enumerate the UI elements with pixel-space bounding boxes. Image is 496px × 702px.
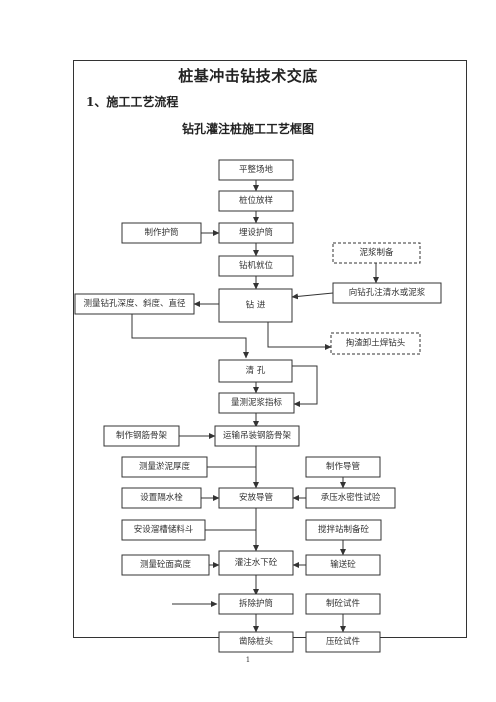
node-label: 钻机就位 — [239, 260, 274, 271]
node-remove-pile-head: 凿除桩头 — [218, 631, 294, 653]
node-inject-water: 向钻孔注清水或泥浆 — [332, 282, 442, 304]
node-label: 输送砼 — [330, 559, 356, 570]
node-press-specimen: 压砼试件 — [305, 631, 381, 653]
node-rig-position: 钻机就位 — [218, 255, 294, 277]
flowchart-edges — [131, 180, 379, 633]
node-make-specimen: 制砼试件 — [305, 593, 381, 615]
node-label: 安放导管 — [239, 492, 273, 503]
node-make-pipe: 制作导管 — [305, 456, 381, 478]
document-title: 桩基冲击钻技术交底 — [178, 67, 318, 85]
node-make-casing: 制作护筒 — [121, 222, 202, 244]
node-hoist-cage: 运输吊装钢筋骨架 — [214, 425, 300, 447]
node-install-hopper: 安设溜槽储料斗 — [121, 519, 206, 541]
node-label: 制作导管 — [326, 461, 360, 472]
node-transport-concrete: 输送砼 — [305, 554, 381, 576]
node-label: 制作钢筋骨架 — [116, 430, 168, 441]
node-label: 钻 进 — [246, 300, 266, 311]
node-fish-slag: 掏渣卸土焊钻头 — [330, 332, 421, 355]
node-label: 压砼试件 — [326, 636, 361, 647]
node-label: 运输吊装钢筋骨架 — [223, 430, 292, 441]
node-label: 凿除桩头 — [239, 636, 274, 647]
node-label: 掏渣卸土焊钻头 — [346, 338, 406, 349]
node-mix-concrete: 搅拌站制备砼 — [305, 519, 382, 541]
node-mud-prep: 泥浆制备 — [332, 242, 421, 264]
node-label: 向钻孔注清水或泥浆 — [349, 287, 426, 298]
node-label: 泥浆制备 — [359, 247, 394, 258]
node-install-pipe: 安放导管 — [218, 487, 294, 509]
node-remove-casing: 拆除护筒 — [218, 593, 294, 615]
node-label: 测量淤泥厚度 — [139, 461, 191, 472]
node-label: 桩位放样 — [239, 195, 274, 206]
node-clean-hole: 清 孔 — [218, 359, 293, 383]
node-label: 拆除护筒 — [239, 598, 273, 609]
node-label: 安设溜槽储料斗 — [134, 524, 194, 535]
node-label: 量测泥浆指标 — [231, 397, 283, 408]
node-label: 平整场地 — [239, 164, 274, 175]
node-label: 测量砼面高度 — [140, 559, 192, 570]
node-sediment-thickness: 测量淤泥厚度 — [121, 456, 208, 478]
node-label: 埋设护筒 — [239, 227, 273, 238]
node-pile-layout: 桩位放样 — [218, 190, 294, 212]
node-pressure-test: 承压水密性试验 — [305, 487, 396, 509]
node-make-cage: 制作钢筋骨架 — [103, 425, 180, 447]
node-bury-casing: 埋设护筒 — [218, 222, 294, 244]
node-label: 测量钻孔深度、斜度、直径 — [83, 298, 186, 309]
node-drilling: 钻 进 — [218, 288, 293, 323]
node-measure-hole: 测量钻孔深度、斜度、直径 — [74, 293, 195, 315]
node-label: 承压水密性试验 — [321, 492, 381, 503]
node-label: 设置隔水栓 — [140, 492, 183, 503]
node-set-plug: 设置隔水栓 — [121, 487, 202, 509]
node-site-leveling: 平整场地 — [218, 159, 294, 181]
node-mud-index: 量测泥浆指标 — [218, 392, 295, 414]
flowchart-title: 钻孔灌注桩施工工艺框图 — [181, 122, 314, 136]
section-heading: 1、施工工艺流程 — [86, 95, 179, 109]
node-label: 搅拌站制备砼 — [318, 524, 370, 535]
node-measure-concrete-height: 测量砼面高度 — [121, 554, 210, 576]
node-label: 制砼试件 — [326, 598, 361, 609]
node-label: 制作护筒 — [144, 227, 178, 238]
page-number: 1 — [245, 656, 251, 664]
node-label: 清 孔 — [246, 365, 266, 376]
node-label: 灌注水下砼 — [235, 557, 278, 568]
node-pour-concrete: 灌注水下砼 — [218, 550, 294, 576]
